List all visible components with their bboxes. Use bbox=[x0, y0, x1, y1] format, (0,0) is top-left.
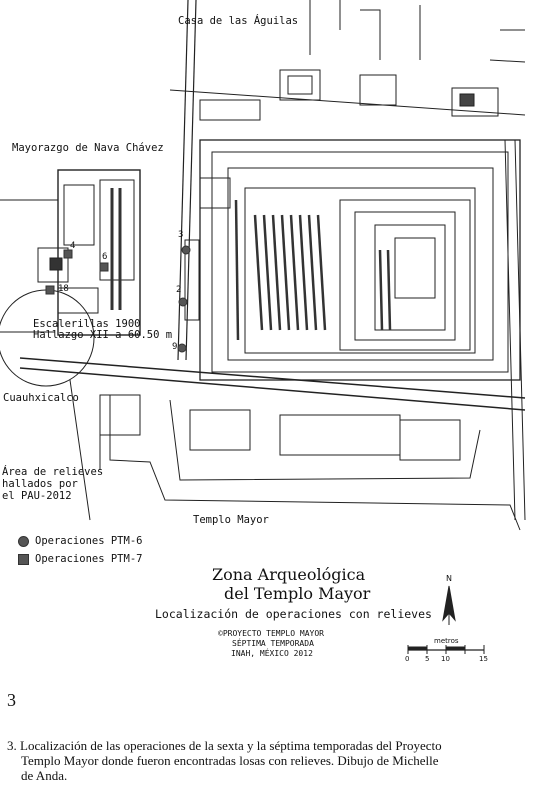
structure bbox=[184, 239, 200, 321]
structure bbox=[279, 414, 401, 456]
structure bbox=[189, 409, 251, 451]
credits-line3: INAH, MÉXICO 2012 bbox=[231, 649, 313, 658]
structure bbox=[63, 184, 95, 246]
marker-number: 2 bbox=[176, 285, 182, 295]
stair-hatch bbox=[386, 249, 392, 331]
scale-tick-label: 0 bbox=[405, 655, 410, 663]
map-title-line2: del Templo Mayor bbox=[224, 584, 371, 603]
legend-ptm7-label: Operaciones PTM-7 bbox=[35, 553, 143, 565]
temple-platform bbox=[227, 167, 494, 361]
legend-ptm6: Operaciones PTM-6 bbox=[18, 535, 142, 547]
scale-tick-label: 15 bbox=[479, 655, 488, 663]
street-line bbox=[185, 0, 197, 361]
label-escalerillas: Escalerillas 1900 bbox=[33, 318, 141, 330]
marker-number: 4 bbox=[70, 241, 76, 251]
temple-platform bbox=[199, 139, 521, 381]
marker-ptm6-2 bbox=[178, 297, 188, 307]
caption-line2: Templo Mayor donde fueron encontradas lo… bbox=[21, 753, 439, 768]
scale-tick-label: 5 bbox=[425, 655, 430, 663]
temple-body bbox=[354, 211, 456, 341]
mayorazgo-block bbox=[57, 169, 141, 336]
temple-body bbox=[374, 224, 446, 331]
structure bbox=[287, 75, 313, 95]
figure-caption: 3. Localización de las operaciones de la… bbox=[7, 738, 527, 783]
legend-ptm7: Operaciones PTM-7 bbox=[18, 553, 142, 565]
label-templo-mayor: Templo Mayor bbox=[193, 514, 269, 526]
structure bbox=[359, 74, 397, 106]
plaza-outline bbox=[109, 395, 521, 531]
marker-ptm7-4 bbox=[63, 249, 73, 259]
structure bbox=[451, 87, 499, 117]
scale-unit: metros bbox=[434, 637, 459, 645]
plaza-outline bbox=[169, 399, 481, 481]
marker-number: 9 bbox=[172, 342, 178, 352]
structure bbox=[99, 394, 141, 436]
structure bbox=[309, 0, 526, 63]
caption-line1: Localización de las operaciones de la se… bbox=[20, 738, 442, 753]
structure bbox=[37, 247, 69, 283]
stair-hatch bbox=[271, 214, 282, 331]
stair-hatch bbox=[280, 214, 291, 331]
credits-line1: ©PROYECTO TEMPLO MAYOR bbox=[218, 629, 324, 638]
temple-body bbox=[339, 199, 471, 351]
stair-hatch bbox=[378, 249, 384, 331]
map-subtitle: Localización de operaciones con relieves bbox=[155, 607, 432, 621]
archaeological-site-map: Casa de las Águilas Mayorazgo de Nava Ch… bbox=[0, 0, 526, 663]
structure bbox=[49, 257, 63, 271]
stair-hatch bbox=[307, 214, 318, 331]
caption-number: 3. bbox=[7, 738, 17, 753]
structure bbox=[459, 93, 475, 107]
street-line bbox=[19, 357, 526, 399]
structure bbox=[399, 419, 461, 461]
legend-square-icon bbox=[18, 553, 29, 565]
structure bbox=[199, 99, 261, 121]
street-line bbox=[19, 367, 526, 411]
scale-seg bbox=[407, 646, 428, 651]
legend-ptm6-label: Operaciones PTM-6 bbox=[35, 535, 143, 547]
marker-ptm6-9 bbox=[177, 343, 187, 353]
marker-ptm7-6 bbox=[99, 262, 109, 272]
label-area-relieves-2: hallados por bbox=[2, 478, 78, 490]
marker-number: 3 bbox=[178, 230, 184, 240]
stair-hatch bbox=[262, 214, 273, 331]
legend-circle-icon bbox=[18, 535, 29, 547]
stair-hatch bbox=[253, 214, 264, 331]
stair-hatch bbox=[298, 214, 309, 331]
structure bbox=[279, 69, 321, 101]
structure bbox=[99, 179, 135, 281]
credits-line2: SÉPTIMA TEMPORADA bbox=[232, 639, 314, 648]
structure bbox=[57, 287, 99, 314]
scale-tick-label: 10 bbox=[441, 655, 450, 663]
stair-hatch bbox=[234, 199, 240, 341]
label-cuauhxicalco: Cuauhxicalco bbox=[3, 392, 79, 404]
stair-hatch bbox=[316, 214, 327, 331]
structure bbox=[199, 177, 231, 209]
temple-platform bbox=[211, 151, 509, 373]
marker-number: 18 bbox=[58, 284, 69, 294]
wall-line bbox=[69, 139, 526, 521]
map-title-line1: Zona Arqueológica bbox=[212, 565, 366, 584]
marker-ptm7-18 bbox=[45, 285, 55, 295]
marker-ptm6-3 bbox=[181, 245, 191, 255]
scale-seg bbox=[445, 646, 466, 651]
label-hallazgo: Hallazgo XII a 60.50 m bbox=[33, 329, 173, 341]
label-mayorazgo: Mayorazgo de Nava Chávez bbox=[12, 142, 164, 154]
label-casa-aguilas: Casa de las Águilas bbox=[178, 15, 299, 27]
figure-number: 3 bbox=[7, 690, 16, 710]
stair-hatch bbox=[289, 214, 300, 331]
label-area-relieves-3: el PAU-2012 bbox=[2, 490, 72, 502]
temple-body bbox=[244, 187, 476, 354]
street-line bbox=[169, 89, 526, 116]
shrine bbox=[394, 237, 436, 299]
label-area-relieves-1: Área de relieves bbox=[2, 466, 104, 478]
caption-line3: de Anda. bbox=[21, 768, 68, 783]
site-plan-drawing bbox=[0, 0, 526, 654]
north-label: N bbox=[446, 574, 452, 583]
marker-number: 6 bbox=[102, 252, 108, 262]
